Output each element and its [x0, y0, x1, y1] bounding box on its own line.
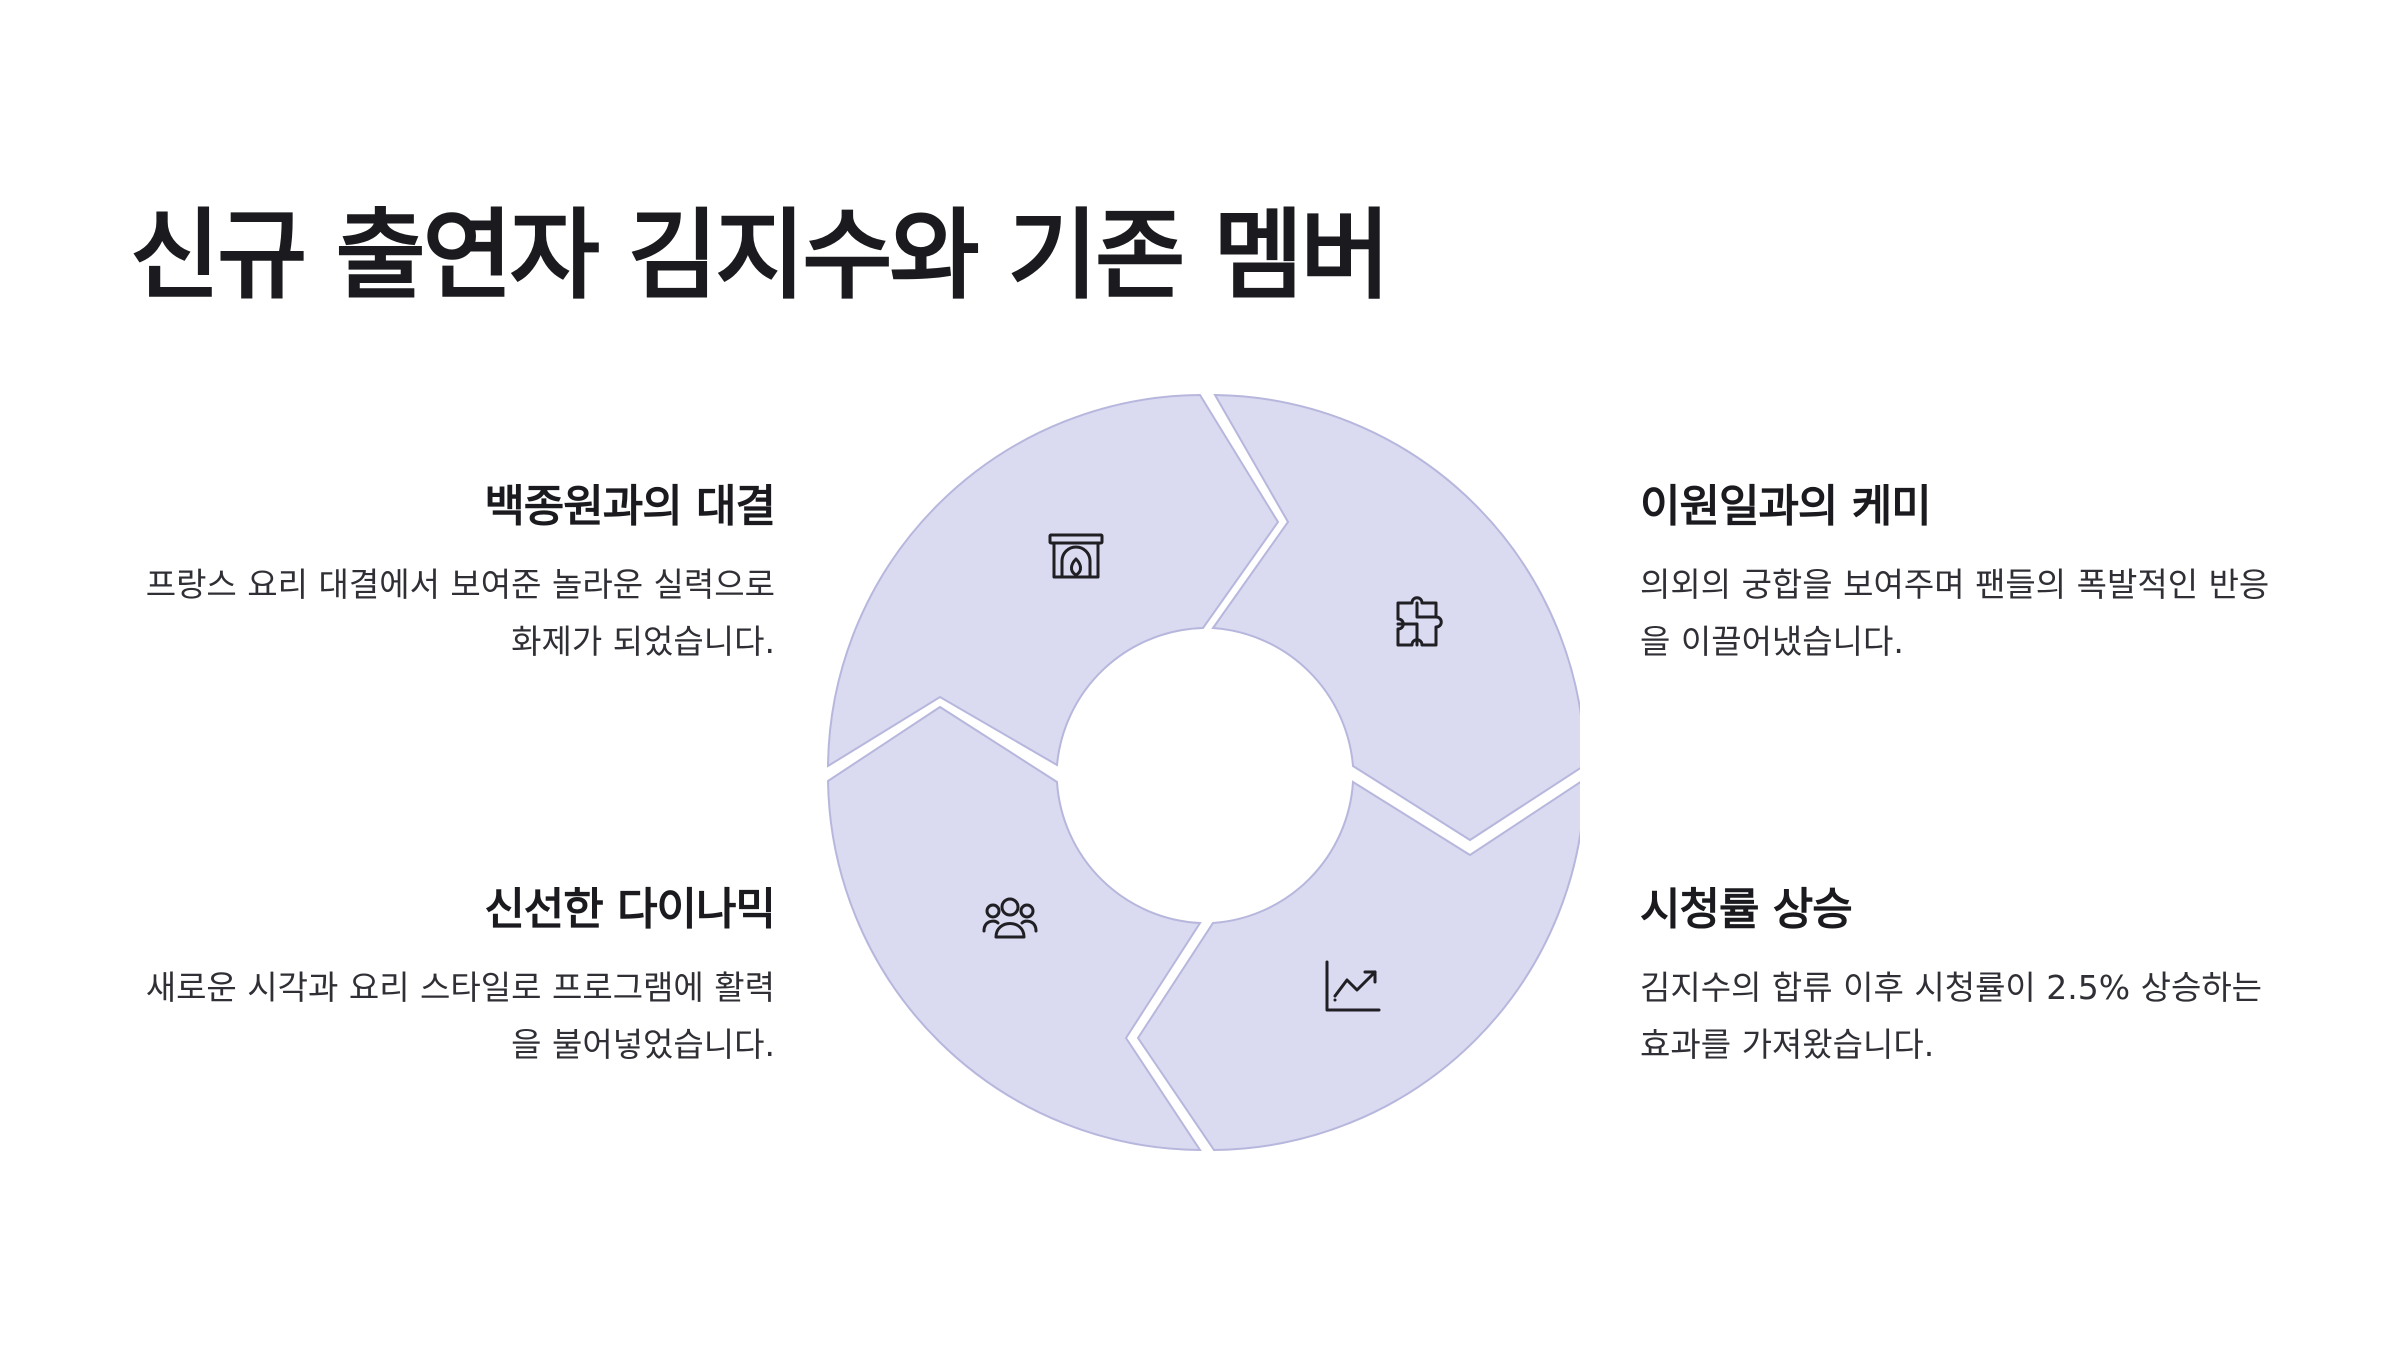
item-description: 의외의 궁합을 보여주며 팬들의 폭발적인 반응을 이끌어냈습니다.	[1640, 565, 2270, 661]
cycle-diagram	[826, 393, 1580, 1152]
item-title: 이원일과의 케미	[1640, 481, 1932, 532]
item-description: 김지수의 합류 이후 시청률이 2.5% 상승하는 효과를 가져왔습니다.	[1640, 968, 2263, 1064]
puzzle-icon	[1396, 596, 1443, 647]
item-bottom-right: 시청률 상승 김지수의 합류 이후 시청률이 2.5% 상승하는 효과를 가져왔…	[1640, 873, 2290, 1073]
item-title: 시청률 상승	[1640, 884, 1853, 935]
item-description: 새로운 시각과 요리 스타일로 프로그램에 활력을 불어넣었습니다.	[145, 968, 775, 1064]
item-title: 백종원과의 대결	[484, 481, 776, 532]
item-top-left: 백종원과의 대결 프랑스 요리 대결에서 보여준 놀라운 실력으로 화제가 되었…	[125, 470, 776, 670]
people-group-icon	[982, 897, 1038, 939]
item-bottom-left: 신선한 다이나믹 새로운 시각과 요리 스타일로 프로그램에 활력을 불어넣었습…	[125, 873, 776, 1073]
item-top-right: 이원일과의 케미 의외의 궁합을 보여주며 팬들의 폭발적인 반응을 이끌어냈습…	[1640, 470, 2290, 670]
cycle-segment-bottom-right	[1136, 780, 1580, 1152]
cycle-segment-bottom-left	[826, 705, 1202, 1152]
item-title: 신선한 다이나믹	[484, 884, 776, 935]
item-description: 프랑스 요리 대결에서 보여준 놀라운 실력으로 화제가 되었습니다.	[145, 565, 775, 661]
fireplace-icon	[1048, 533, 1104, 579]
page-title: 신규 출연자 김지수와 기존 멤버	[130, 199, 1391, 313]
trend-chart-icon	[1325, 960, 1381, 1012]
cycle-segment-top-left	[826, 393, 1280, 768]
